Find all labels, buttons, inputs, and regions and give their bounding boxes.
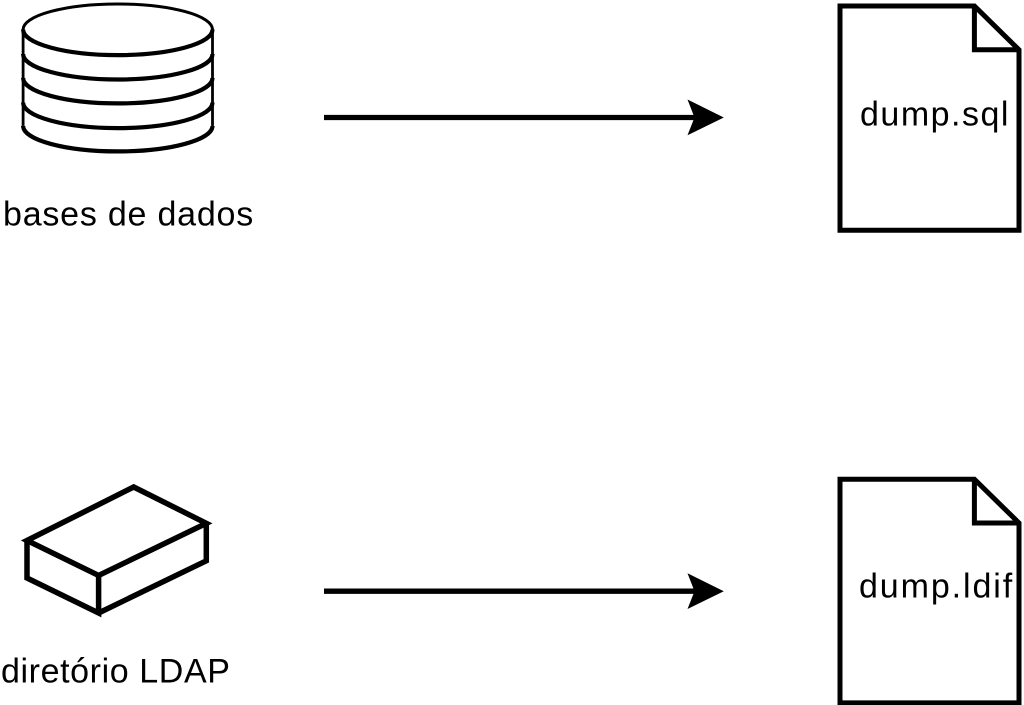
svg-text:dump.ldif: dump.ldif <box>859 568 1014 606</box>
svg-text:dump.sql: dump.sql <box>860 95 1010 133</box>
svg-text:diretório LDAP: diretório LDAP <box>1 653 231 691</box>
svg-text:bases de dados: bases de dados <box>3 196 254 234</box>
